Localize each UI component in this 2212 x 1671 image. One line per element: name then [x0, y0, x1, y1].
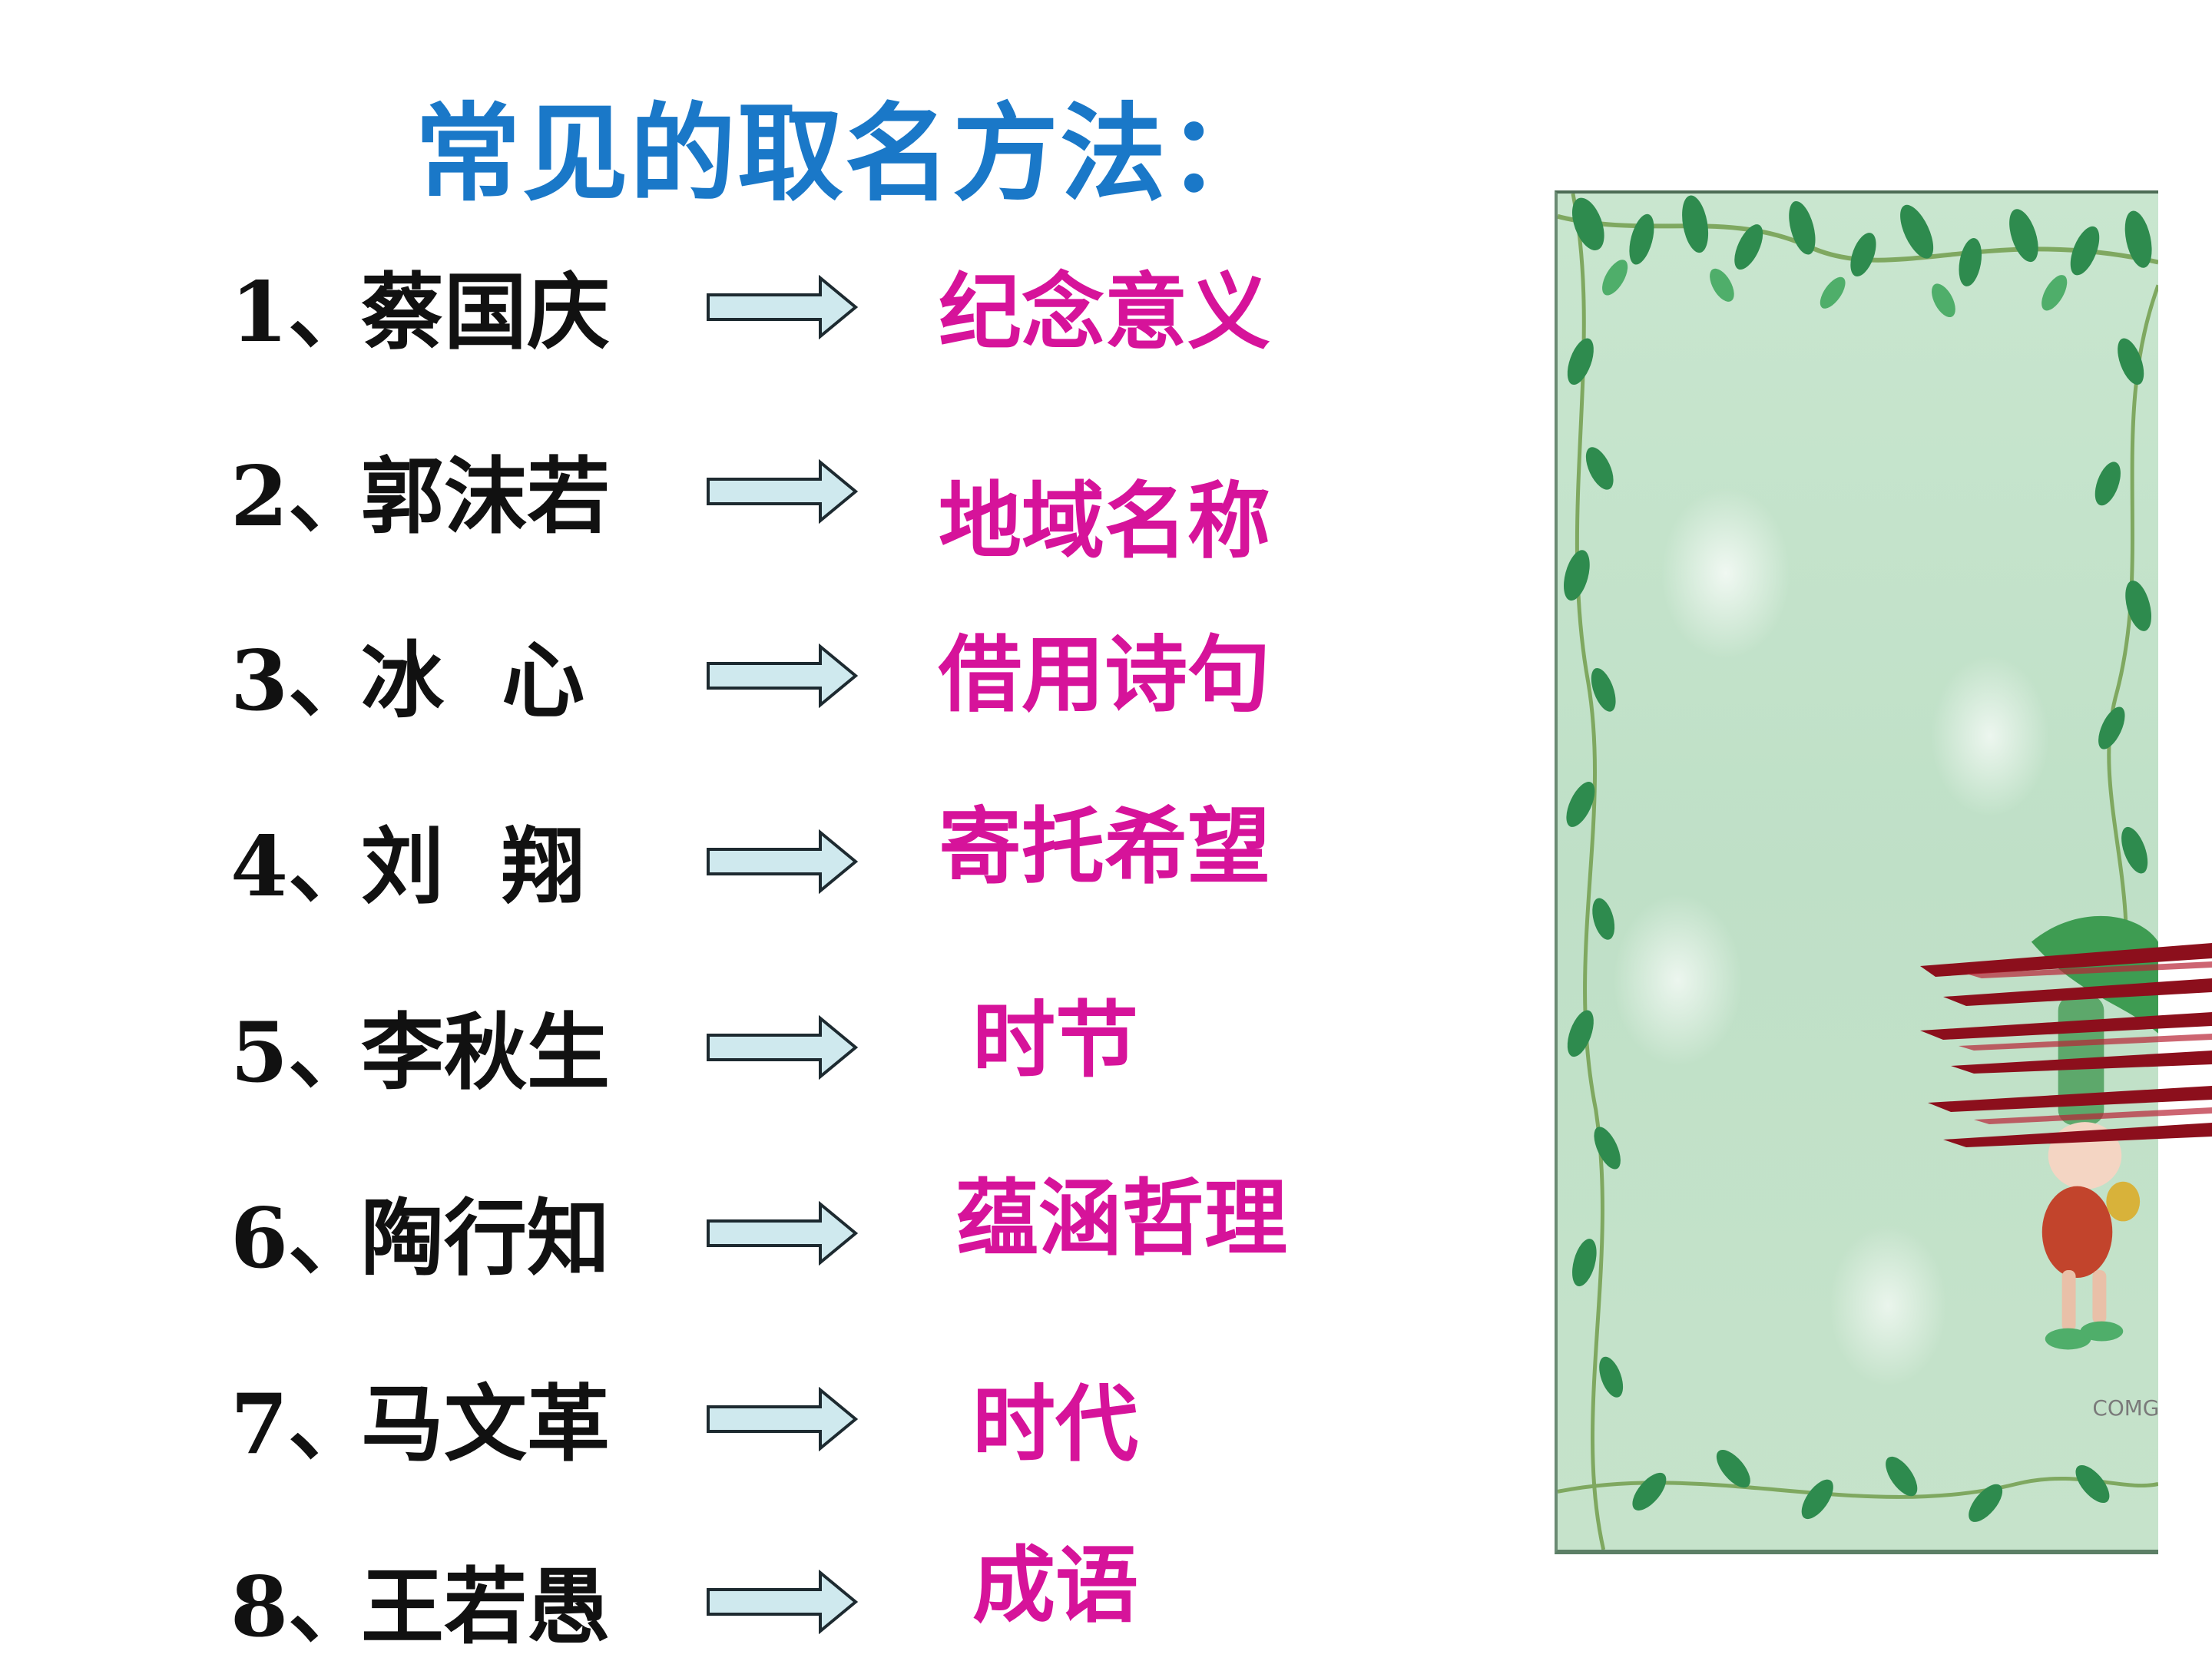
- item-number: 5、: [230, 1004, 372, 1101]
- arrow-right-icon: [707, 644, 859, 708]
- watermark-text: COMGE: [2092, 1395, 2158, 1421]
- list-item: 3、 冰 心 借用诗句: [0, 614, 1382, 745]
- arrow-right-icon: [707, 275, 859, 339]
- list-item: 2、 郭沫若 地域名称: [0, 430, 1382, 570]
- naming-method: 时节: [972, 993, 1139, 1089]
- list-item: 5、 李秋生 时节: [0, 986, 1382, 1117]
- person-name: 刘 翔: [361, 819, 585, 915]
- leafy-vine-frame-icon: COMGE: [1555, 190, 2158, 1554]
- arrow-right-icon: [707, 1387, 859, 1451]
- item-number: 7、: [230, 1376, 372, 1473]
- naming-method: 寄托希望: [939, 799, 1271, 895]
- arrow-right-icon: [707, 1201, 859, 1266]
- ribbon-streaks-icon: [1920, 943, 2212, 1147]
- item-number: 1、: [230, 264, 372, 361]
- person-name: 陶行知: [361, 1191, 611, 1287]
- naming-method: 时代: [972, 1377, 1139, 1473]
- page-title: 常见的取名方法：: [415, 92, 1276, 216]
- person-name: 蔡国庆: [361, 265, 611, 361]
- item-number: 3、: [230, 633, 372, 730]
- naming-method: 纪念意义: [939, 265, 1271, 361]
- arrow-right-icon: [707, 459, 859, 524]
- person-name: 李秋生: [361, 1005, 611, 1101]
- item-number: 4、: [230, 819, 372, 915]
- naming-method: 地域名称: [939, 474, 1271, 570]
- list-item: 8、 王若愚 成语: [0, 1538, 1382, 1671]
- list-item: 7、 马文革 时代: [0, 1358, 1382, 1488]
- arrow-right-icon: [707, 1015, 859, 1080]
- item-number: 8、: [230, 1559, 372, 1656]
- arrow-right-icon: [707, 1570, 859, 1634]
- list-item: 4、 刘 翔 寄托希望: [0, 799, 1382, 931]
- person-name: 郭沫若: [361, 449, 611, 545]
- list-item: 1、 蔡国庆 纪念意义: [0, 246, 1382, 376]
- item-number: 6、: [230, 1190, 372, 1287]
- naming-method: 成语: [972, 1538, 1139, 1634]
- list-item: 6、 陶行知 蕴涵哲理: [0, 1171, 1382, 1302]
- person-name: 马文革: [361, 1377, 611, 1473]
- person-name: 王若愚: [361, 1560, 611, 1656]
- naming-method: 借用诗句: [939, 627, 1271, 723]
- person-name: 冰 心: [361, 634, 585, 730]
- naming-method: 蕴涵哲理: [955, 1171, 1288, 1267]
- item-number: 2、: [230, 448, 372, 545]
- arrow-right-icon: [707, 829, 859, 894]
